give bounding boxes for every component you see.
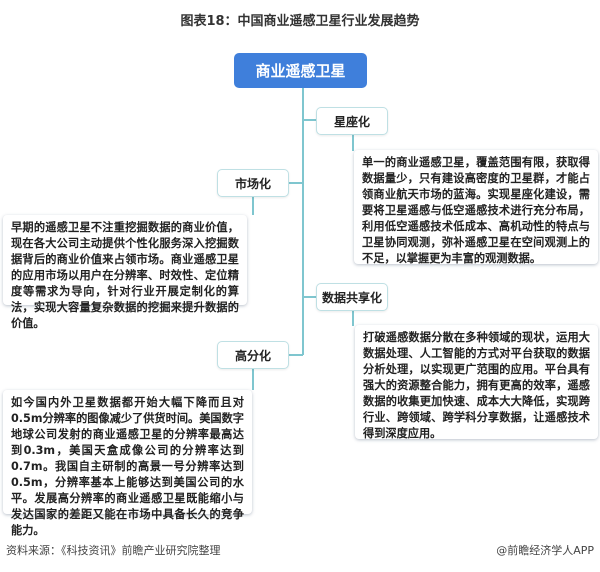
connector-line xyxy=(252,197,254,215)
node-market: 市场化 xyxy=(217,169,289,197)
node-data-sharing: 数据共享化 xyxy=(316,283,388,311)
node-high-resolution: 高分化 xyxy=(217,341,289,369)
connector-line xyxy=(252,368,254,390)
root-node: 商业遥感卫星 xyxy=(234,53,367,88)
connector-line xyxy=(288,354,303,356)
source-note: 资料来源：《科技资讯》前瞻产业研究院整理 xyxy=(6,544,221,557)
chart-title: 图表18：中国商业遥感卫星行业发展趋势 xyxy=(180,14,420,29)
brand-label: @前瞻经济学人APP xyxy=(496,544,594,557)
connector-line xyxy=(352,133,354,151)
data-sharing-description: 打破遥感数据分散在多种领域的现状，运用大数据处理、人工智能的方式对平台获取的数据… xyxy=(355,325,598,440)
node-constellation: 星座化 xyxy=(316,107,388,135)
high-resolution-description: 如今国内外卫星数据都开始大幅下降而且对0.5m分辨率的图像减少了供货时间。美国数… xyxy=(3,390,252,537)
trunk-line xyxy=(302,88,304,355)
constellation-description: 单一的商业遥感卫星，覆盖范围有限，获取得数据量少，只有建设高密度的卫星群，才能占… xyxy=(354,150,598,265)
connector-line xyxy=(303,296,316,298)
connector-line xyxy=(288,182,303,184)
connector-line xyxy=(303,119,316,121)
market-description: 早期的遥感卫星不注重挖掘数据的商业价值，现在各大公司主动提供个性化服务深入挖掘数… xyxy=(3,215,247,330)
connector-line xyxy=(352,310,354,326)
